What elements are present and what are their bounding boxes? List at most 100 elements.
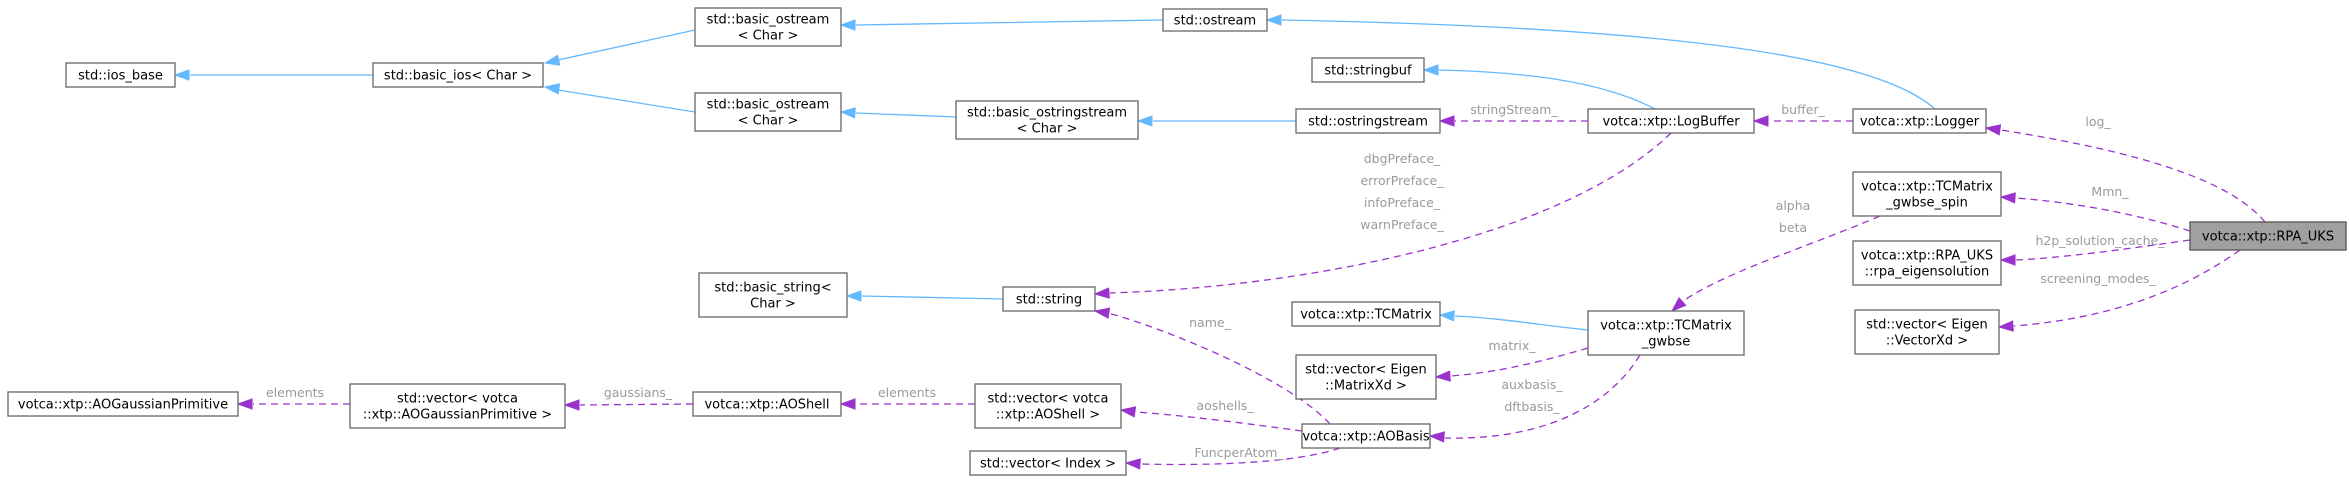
node-logger[interactable]: votca::xtp::Logger	[1852, 108, 1987, 134]
edge-label-prefaces: dbgPreface_errorPreface_infoPreface_warn…	[1360, 151, 1444, 232]
node-box	[65, 62, 176, 88]
node-tcm-gwbse-spin[interactable]: votca::xtp::TCMatrix_gwbse_spin	[1852, 171, 2002, 217]
node-label: Char >	[750, 297, 796, 312]
arrowhead	[845, 290, 862, 302]
edge-label-text: FuncperAtom_	[1194, 445, 1284, 460]
node-label: _gwbse	[1641, 335, 1690, 350]
arrowhead	[1119, 406, 1137, 418]
edge-inherit-logbuffer-to-stringbuf	[1422, 64, 1656, 110]
edge-inherit-logger-to-ostream	[1265, 14, 1936, 110]
node-label: std::stringbuf	[1324, 64, 1412, 79]
node-vector-index[interactable]: std::vector< Index >	[969, 450, 1127, 476]
node-basic-ostream-a[interactable]: std::basic_ostream< Char >	[694, 7, 842, 47]
node-label: std::basic_ostringstream	[967, 106, 1127, 121]
node-label: std::basic_ios< Char >	[384, 69, 532, 84]
node-label: votca::xtp::Logger	[1860, 115, 1980, 130]
node-label: votca::xtp::RPA_UKS	[2202, 230, 2334, 245]
node-tcm-gwbse[interactable]: votca::xtp::TCMatrix_gwbse	[1587, 310, 1745, 356]
node-stringbuf[interactable]: std::stringbuf	[1311, 57, 1425, 83]
edge-label-gaussians: gaussians_	[604, 385, 673, 400]
node-vector-matrixxd[interactable]: std::vector< Eigen::MatrixXd >	[1295, 354, 1437, 400]
node-label: std::vector< votca	[988, 392, 1109, 407]
node-vector-aogp[interactable]: std::vector< votca::xtp::AOGaussianPrimi…	[349, 383, 566, 429]
node-label: std::vector< Eigen	[1866, 318, 1987, 333]
node-aogaussianprimitive[interactable]: votca::xtp::AOGaussianPrimitive	[7, 391, 239, 417]
arrowhead	[173, 69, 190, 81]
arrowhead	[1999, 192, 2016, 204]
node-box	[974, 383, 1122, 429]
node-label: std::string	[1016, 293, 1082, 308]
node-label: < Char >	[738, 29, 799, 44]
edge-inherit-ostream-to-basic-ostream-a	[839, 19, 1164, 31]
edge-label-elements-a: elements	[266, 385, 324, 400]
node-box	[692, 391, 842, 417]
node-label: ::xtp::AOGaussianPrimitive >	[363, 408, 552, 423]
edge-label-text: h2p_solution_cache_	[2035, 233, 2165, 248]
edge-label-text: infoPreface_	[1364, 195, 1441, 210]
node-rpa-eigensolution[interactable]: votca::xtp::RPA_UKS::rpa_eigensolution	[1852, 240, 2002, 286]
node-aobasis[interactable]: votca::xtp::AOBasis	[1301, 423, 1431, 449]
node-basic-ostringstream[interactable]: std::basic_ostringstream< Char >	[955, 100, 1139, 140]
node-vector-aoshell[interactable]: std::vector< votca::xtp::AOShell >	[974, 383, 1122, 429]
edge-member-auxdft	[1428, 354, 1641, 443]
arrowhead	[839, 398, 856, 410]
node-aoshell[interactable]: votca::xtp::AOShell	[692, 391, 842, 417]
node-ostream[interactable]: std::ostream	[1162, 8, 1268, 32]
edge-label-text: buffer_	[1781, 102, 1825, 117]
edge-label-text: dftbasis_	[1504, 399, 1560, 414]
arrowhead	[1093, 307, 1111, 319]
node-string[interactable]: std::string	[1002, 286, 1096, 312]
node-label: std::ostream	[1174, 14, 1256, 29]
edge-line	[579, 403, 694, 406]
node-box	[1854, 309, 2000, 355]
edge-label-stringstream: stringStream_	[1470, 102, 1558, 117]
edge-inherit-tcm-gwbse-to-tcmatrix	[1438, 310, 1589, 331]
arrowhead	[1997, 320, 2014, 332]
node-label: std::basic_string<	[714, 281, 831, 296]
edge-label-text: auxbasis_	[1501, 377, 1563, 392]
arrowhead	[1752, 115, 1769, 127]
edge-line	[1682, 215, 1881, 302]
node-box	[1295, 108, 1441, 134]
node-ostringstream[interactable]: std::ostringstream	[1295, 108, 1441, 134]
node-label: votca::xtp::AOShell	[704, 398, 829, 413]
node-label: votca::xtp::LogBuffer	[1602, 115, 1740, 130]
edge-member-alphabeta	[1670, 215, 1881, 313]
edge-labels-layer: log_buffer_stringStream_dbgPreface_error…	[266, 102, 2165, 460]
edge-label-aoshells: aoshells_	[1196, 398, 1254, 413]
node-basic-string[interactable]: std::basic_string<Char >	[698, 272, 848, 318]
node-label: ::xtp::AOShell >	[996, 408, 1100, 423]
edge-member-elements-b	[839, 398, 975, 410]
node-vector-vectorxd[interactable]: std::vector< Eigen::VectorXd >	[1854, 309, 2000, 355]
node-box	[349, 383, 566, 429]
node-label: std::ostringstream	[1308, 115, 1428, 130]
node-label: std::vector< Index >	[980, 457, 1116, 472]
node-rpa-uks[interactable]: votca::xtp::RPA_UKS	[2189, 221, 2347, 251]
edge-line	[1281, 19, 1936, 110]
edge-member-buffer	[1752, 115, 1853, 127]
node-tcmatrix[interactable]: votca::xtp::TCMatrix	[1291, 301, 1441, 327]
node-box	[7, 391, 239, 417]
edge-member-aoshells	[1119, 406, 1303, 432]
node-logbuffer[interactable]: votca::xtp::LogBuffer	[1587, 108, 1755, 134]
node-label: _gwbse_spin	[1885, 196, 1968, 211]
edge-label-text: Mmn_	[2091, 184, 2129, 199]
edge-label-text: elements	[266, 385, 324, 400]
node-label: < Char >	[1017, 122, 1078, 137]
edge-member-h2p	[1999, 239, 2191, 266]
edge-member-name	[1093, 307, 1331, 425]
node-ios-base[interactable]: std::ios_base	[65, 62, 176, 88]
edge-member-stringstream	[1438, 115, 1588, 127]
arrowhead	[1434, 370, 1451, 382]
node-basic-ostream-b[interactable]: std::basic_ostream< Char >	[694, 92, 842, 132]
node-box	[694, 92, 842, 132]
edge-label-text: alpha	[1776, 198, 1811, 213]
node-basic-ios[interactable]: std::basic_ios< Char >	[372, 62, 544, 88]
node-box	[1295, 354, 1437, 400]
node-label: std::ios_base	[78, 69, 163, 84]
node-label: std::basic_ostream	[707, 98, 830, 113]
edge-line	[2015, 239, 2191, 261]
